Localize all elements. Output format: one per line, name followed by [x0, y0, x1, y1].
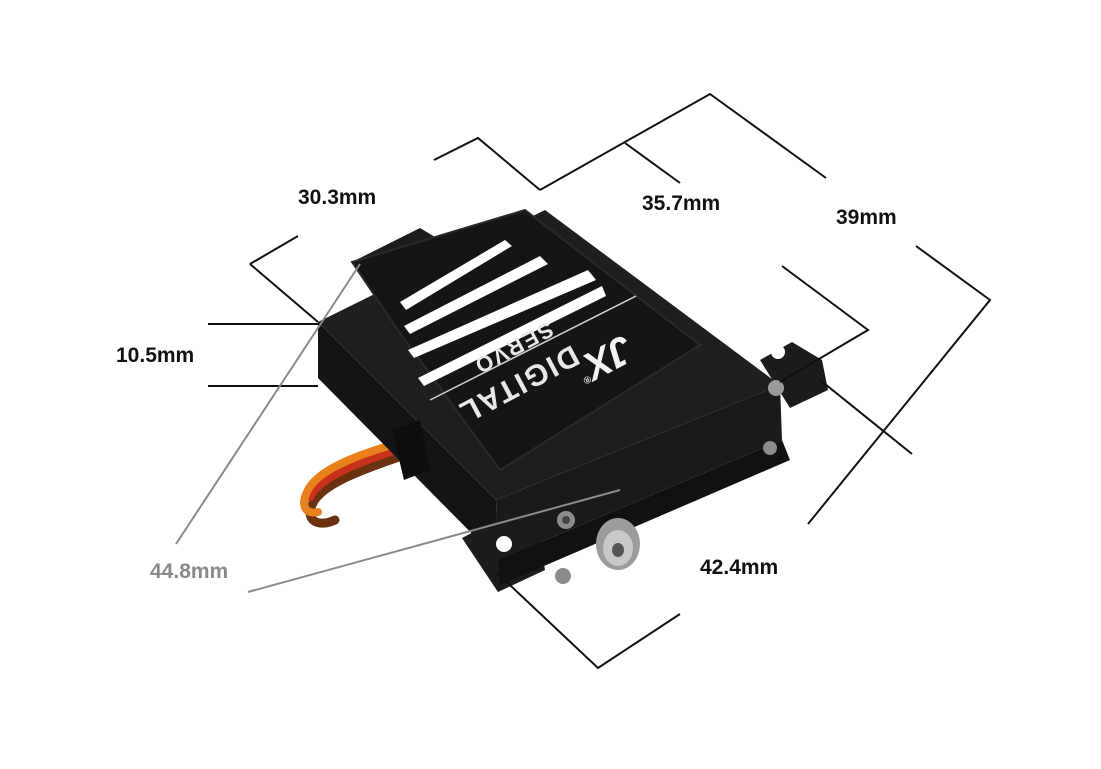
- dimension-lines-muted: [175, 263, 621, 593]
- label-35-7mm: 35.7mm: [642, 192, 720, 215]
- label-10-5mm: 10.5mm: [116, 344, 194, 367]
- label-39mm: 39mm: [836, 206, 897, 229]
- dim-line-44-8-b: [247, 489, 621, 593]
- dim-line-44-8-a: [175, 263, 361, 545]
- dim-line-30-3: [249, 235, 299, 265]
- dim-line-35-7: [539, 92, 827, 191]
- label-30-3mm: 30.3mm: [298, 186, 376, 209]
- label-42-4mm: 42.4mm: [700, 556, 778, 579]
- dim-line-42-4: [495, 571, 681, 670]
- label-44-8mm: 44.8mm: [150, 560, 228, 583]
- dim-line-39: [807, 245, 992, 525]
- dimension-labels: 30.3mm 35.7mm 39mm 10.5mm 44.8mm 42.4mm: [116, 186, 897, 583]
- servo-photo: DIGITAL SERVO JX ®: [300, 208, 828, 592]
- dim-line-inner: [779, 265, 870, 383]
- servo-label-panel: DIGITAL SERVO JX ®: [350, 208, 702, 472]
- servo-wires: [300, 438, 410, 528]
- dimension-lines: [208, 92, 992, 670]
- dim-line-30-3-top: [433, 136, 541, 191]
- vent-slots: [400, 240, 606, 386]
